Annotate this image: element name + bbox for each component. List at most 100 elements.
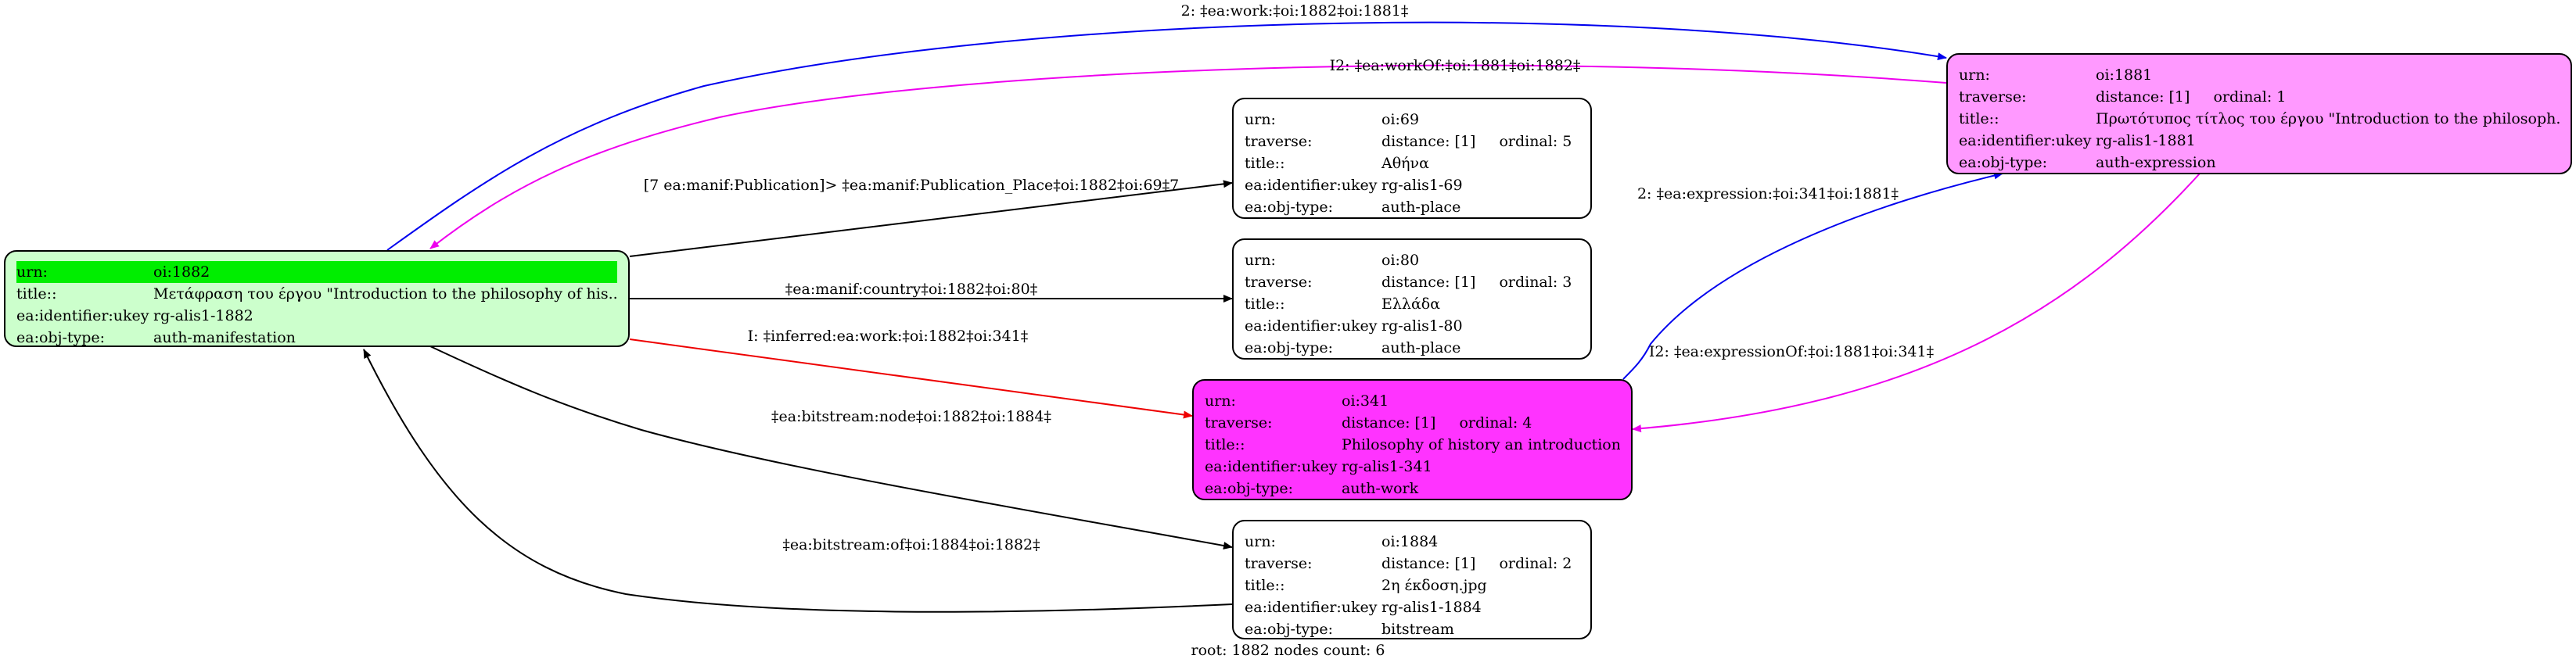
node-1882-row-ukey: ea:identifier:ukey rg-alis1-1882 xyxy=(16,305,617,327)
field-key: traverse: xyxy=(1205,414,1273,431)
field-value: rg-alis1-341 xyxy=(1342,458,1432,475)
distance-value: distance: [1] xyxy=(1342,414,1436,431)
field-key: ea:obj-type: xyxy=(1205,480,1294,497)
field-value: 2η έκδοση.jpg xyxy=(1381,577,1487,594)
node-1881[interactable]: urn: oi:1881 traverse: distance: [1]ordi… xyxy=(1946,53,2572,174)
field-value: oi:1881 xyxy=(2096,66,2153,84)
distance-value: distance: [1] xyxy=(1381,133,1476,150)
edge-label-place: [7 ea:manif:Publication]> ‡ea:manif:Publ… xyxy=(644,177,1179,194)
field-value: Μετάφραση του έργου "Introduction to the… xyxy=(153,285,617,303)
node-341-row-type: ea:obj-type: auth-work xyxy=(1205,478,1620,499)
edge-place xyxy=(629,180,1233,257)
field-key: traverse: xyxy=(1245,274,1313,291)
distance-value: distance: [1] xyxy=(1381,555,1476,572)
edge-expression xyxy=(1622,171,2003,380)
field-key: traverse: xyxy=(1245,133,1313,150)
node-1882-row-title: title:: Μετάφραση του έργου "Introductio… xyxy=(16,283,617,305)
edge-expressionOf xyxy=(1632,173,2201,433)
field-value: auth-manifestation xyxy=(153,329,296,346)
node-1881-row-ukey: ea:identifier:ukey rg-alis1-1881 xyxy=(1959,130,2560,152)
node-69-row-title: title:: Αθήνα xyxy=(1245,152,1579,174)
field-key: ea:obj-type: xyxy=(1959,154,2048,171)
node-80-row-type: ea:obj-type: auth-place xyxy=(1245,337,1579,358)
node-1882-row-urn: urn: oi:1882 xyxy=(16,261,617,283)
field-value: rg-alis1-1881 xyxy=(2096,132,2196,149)
node-1881-row-traverse: traverse: distance: [1]ordinal: 1 xyxy=(1959,86,2560,108)
node-1884[interactable]: urn: oi:1884 traverse: distance: [1]ordi… xyxy=(1232,520,1592,639)
node-341-row-ukey: ea:identifier:ukey rg-alis1-341 xyxy=(1205,456,1620,478)
field-key: urn: xyxy=(1245,111,1276,128)
field-value: oi:1882 xyxy=(153,263,210,281)
field-value: rg-alis1-1882 xyxy=(153,307,253,324)
field-key: title:: xyxy=(1205,436,1245,453)
edge-label-expression: 2: ‡ea:expression:‡oi:341‡oi:1881‡ xyxy=(1637,185,1899,202)
field-key: ea:obj-type: xyxy=(1245,621,1334,638)
field-value: distance: [1] ordinal: 2 xyxy=(1381,553,1579,575)
field-key: ea:obj-type: xyxy=(1245,199,1334,216)
field-value: auth-place xyxy=(1381,199,1461,216)
edge-label-work: 2: ‡ea:work:‡oi:1882‡oi:1881‡ xyxy=(1181,2,1409,20)
field-key: ea:identifier:ukey xyxy=(1205,458,1338,475)
node-1884-row-traverse: traverse: distance: [1]ordinal: 2 xyxy=(1245,553,1579,575)
field-key: title:: xyxy=(1245,155,1285,172)
field-key: ea:identifier:ukey xyxy=(1245,317,1378,335)
ordinal-value: ordinal: 4 xyxy=(1459,414,1532,431)
edge-workOf xyxy=(429,64,1947,249)
field-value: distance: [1]ordinal: 1 xyxy=(2096,86,2560,108)
field-key: ea:obj-type: xyxy=(1245,339,1334,356)
node-80[interactable]: urn: oi:80 traverse: distance: [1]ordina… xyxy=(1232,238,1592,360)
edge-label-inferred: I: ‡inferred:ea:work:‡oi:1882‡oi:341‡ xyxy=(748,328,1029,345)
node-1881-row-urn: urn: oi:1881 xyxy=(1959,64,2560,86)
graph-footer: root: 1882 nodes count: 6 xyxy=(1191,642,1385,659)
field-key: ea:identifier:ukey xyxy=(1959,132,2092,149)
field-value: distance: [1]ordinal: 3 xyxy=(1381,271,1579,293)
node-341[interactable]: urn: oi:341 traverse: distance: [1]ordin… xyxy=(1192,379,1633,500)
field-value: Αθήνα xyxy=(1381,155,1429,172)
field-key: title:: xyxy=(1245,295,1285,313)
field-key: urn: xyxy=(1959,66,1990,84)
ordinal-value: ordinal: 3 xyxy=(1499,274,1572,291)
node-1884-row-urn: urn: oi:1884 xyxy=(1245,531,1579,553)
node-80-row-title: title:: Ελλάδα xyxy=(1245,293,1579,315)
field-key: urn: xyxy=(1245,252,1276,269)
field-value: Πρωτότυπος τίτλος του έργου "Introductio… xyxy=(2096,110,2560,127)
node-69-row-urn: urn: oi:69 xyxy=(1245,109,1579,131)
node-69-row-traverse: traverse: distance: [1] ordinal: 5 xyxy=(1245,131,1579,152)
field-value: bitstream xyxy=(1381,621,1454,638)
edge-label-node: ‡ea:bitstream:node‡oi:1882‡oi:1884‡ xyxy=(771,408,1051,425)
field-value: oi:69 xyxy=(1381,111,1420,128)
ordinal-value: ordinal: 5 xyxy=(1499,133,1572,150)
edge-label-of: ‡ea:bitstream:of‡oi:1884‡oi:1882‡ xyxy=(782,536,1040,553)
field-key: title:: xyxy=(1245,577,1285,594)
field-value: rg-alis1-1884 xyxy=(1381,599,1482,616)
node-1884-row-type: ea:obj-type: bitstream xyxy=(1245,618,1579,638)
node-1884-row-title: title:: 2η έκδοση.jpg xyxy=(1245,575,1579,596)
edge-of xyxy=(363,349,1233,613)
node-69[interactable]: urn: oi:69 traverse: distance: [1] ordina… xyxy=(1232,98,1592,219)
field-key: ea:identifier:ukey xyxy=(16,307,149,324)
field-key: ea:obj-type: xyxy=(16,329,106,346)
field-value: Ελλάδα xyxy=(1381,295,1441,313)
node-341-row-traverse: traverse: distance: [1] ordinal: 4 xyxy=(1205,412,1620,434)
field-key: ea:identifier:ukey xyxy=(1245,599,1378,616)
node-341-row-title: title:: Philosophy of history an introdu… xyxy=(1205,434,1620,456)
node-1881-row-type: ea:obj-type: auth-expression xyxy=(1959,152,2560,173)
field-value: distance: [1] ordinal: 4 xyxy=(1342,412,1620,434)
field-value: Philosophy of history an introduction xyxy=(1342,436,1620,453)
node-1882[interactable]: urn: oi:1882 title:: Μετάφραση του έργου… xyxy=(4,250,630,347)
node-80-row-ukey: ea:identifier:ukey rg-alis1-80 xyxy=(1245,315,1579,337)
field-value: rg-alis1-80 xyxy=(1381,317,1463,335)
field-value: auth-work xyxy=(1342,480,1419,497)
field-key: urn: xyxy=(1245,533,1276,550)
field-key: title:: xyxy=(16,285,57,303)
node-69-row-type: ea:obj-type: auth-place xyxy=(1245,196,1579,217)
edge-work xyxy=(386,21,1947,251)
edge-label-country: ‡ea:manif:country‡oi:1882‡oi:80‡ xyxy=(785,281,1037,298)
node-80-row-traverse: traverse: distance: [1]ordinal: 3 xyxy=(1245,271,1579,293)
ordinal-value: ordinal: 1 xyxy=(2213,88,2287,106)
node-80-row-urn: urn: oi:80 xyxy=(1245,249,1579,271)
ordinal-value: ordinal: 2 xyxy=(1499,555,1572,572)
node-69-row-ukey: ea:identifier:ukey rg-alis1-69 xyxy=(1245,174,1579,196)
